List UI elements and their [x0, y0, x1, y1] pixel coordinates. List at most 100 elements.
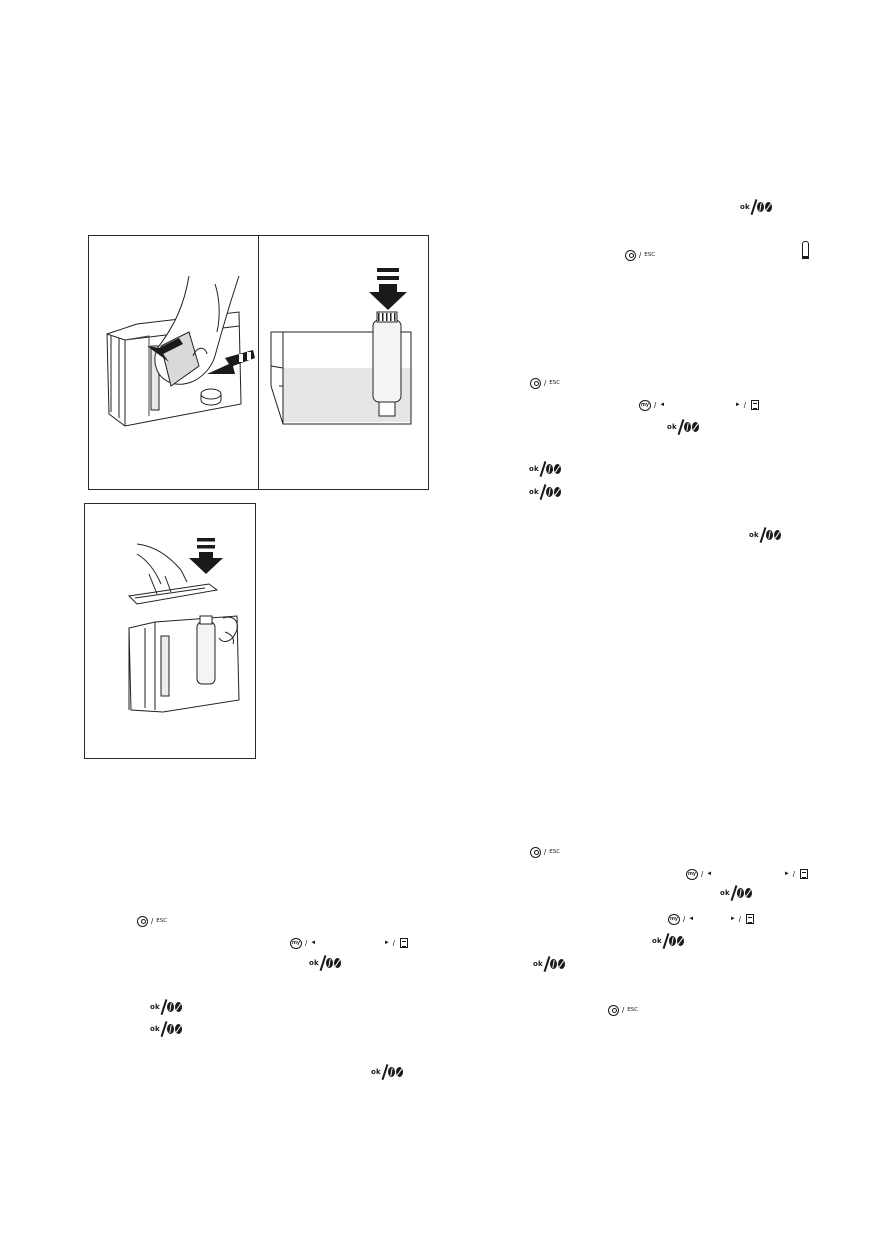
- my-navigation-icon[interactable]: my / ◄ ► /: [686, 867, 808, 881]
- ok-beans-icon[interactable]: ok: [529, 460, 562, 478]
- gear-esc-icon[interactable]: / ESC: [530, 845, 560, 859]
- bean-icon: [558, 959, 566, 969]
- bean-icon: [765, 202, 773, 212]
- bean-icon: [757, 202, 765, 212]
- ok-label: ok: [749, 531, 759, 539]
- insert-filter-illustration: [106, 275, 255, 427]
- slash-icon: [543, 956, 550, 972]
- bean-icon: [326, 958, 334, 968]
- bean-icon: [396, 1067, 404, 1077]
- ok-label: ok: [371, 1068, 381, 1076]
- slash-text: /: [743, 400, 746, 410]
- ok-beans-icon[interactable]: ok: [309, 954, 342, 972]
- bean-icon: [766, 530, 774, 540]
- ok-beans-icon[interactable]: ok: [371, 1063, 404, 1081]
- ok-label: ok: [667, 423, 677, 431]
- bean-icon: [388, 1067, 396, 1077]
- bean-icon: [669, 936, 677, 946]
- my-navigation-icon[interactable]: my / ◄ ► /: [639, 398, 759, 412]
- menu-doc-icon: [751, 400, 759, 410]
- menu-doc-icon: [400, 938, 408, 948]
- esc-label: ESC: [549, 849, 561, 855]
- ok-beans-icon[interactable]: ok: [720, 884, 753, 902]
- bean-icon: [546, 487, 554, 497]
- ok-beans-icon[interactable]: ok: [749, 526, 782, 544]
- esc-label: ESC: [627, 1007, 639, 1013]
- bean-icon: [737, 888, 745, 898]
- bean-icon: [774, 530, 782, 540]
- bean-icon: [684, 422, 692, 432]
- slash-icon: [677, 419, 684, 435]
- bean-icon: [175, 1024, 183, 1034]
- ok-beans-icon[interactable]: ok: [529, 483, 562, 501]
- gear-esc-icon[interactable]: / ESC: [137, 914, 167, 928]
- bean-icon: [167, 1002, 175, 1012]
- my-icon: my: [290, 937, 302, 949]
- bean-icon: [334, 958, 342, 968]
- my-navigation-icon[interactable]: my / ◄ ► /: [668, 912, 754, 926]
- gear-icon: [530, 377, 541, 389]
- figure-insert-filter: [88, 235, 259, 490]
- gear-icon: [608, 1004, 619, 1016]
- right-arrow-icon: ►: [734, 402, 741, 408]
- slash-text: /: [683, 914, 686, 924]
- left-arrow-icon: ◄: [688, 916, 695, 922]
- bean-icon: [546, 464, 554, 474]
- filter-icon: [802, 241, 809, 259]
- gear-icon: [137, 915, 148, 927]
- slash-icon: [160, 999, 167, 1015]
- ok-label: ok: [150, 1025, 160, 1033]
- ok-beans-icon[interactable]: ok: [740, 198, 773, 216]
- close-lid-illustration: [127, 538, 240, 713]
- ok-beans-icon[interactable]: ok: [667, 418, 700, 436]
- bean-icon: [550, 959, 558, 969]
- ok-beans-icon[interactable]: ok: [652, 932, 685, 950]
- my-navigation-icon[interactable]: my / ◄ ► /: [290, 936, 408, 950]
- ok-label: ok: [720, 889, 730, 897]
- slash-icon: [759, 527, 766, 543]
- esc-label: ESC: [644, 252, 656, 258]
- slash-text: /: [701, 869, 704, 879]
- gear-esc-icon[interactable]: / ESC: [608, 1003, 638, 1017]
- slash-icon: [539, 461, 546, 477]
- bean-icon: [175, 1002, 183, 1012]
- ok-beans-icon[interactable]: ok: [533, 955, 566, 973]
- slash-text: /: [738, 914, 741, 924]
- left-arrow-icon: ◄: [310, 940, 317, 946]
- menu-doc-icon: [746, 914, 754, 924]
- slash-icon: [539, 484, 546, 500]
- bean-icon: [745, 888, 753, 898]
- slash-text: /: [151, 916, 154, 926]
- slash-text: /: [622, 1005, 625, 1015]
- slash-icon: [319, 955, 326, 971]
- slash-text: /: [792, 869, 795, 879]
- filter-in-tank-illustration: [270, 268, 412, 425]
- slash-icon: [750, 199, 757, 215]
- ok-beans-icon[interactable]: ok: [150, 1020, 183, 1038]
- slash-text: /: [544, 847, 547, 857]
- gear-esc-icon[interactable]: / ESC: [530, 376, 560, 390]
- figure-filter-in-tank: [258, 235, 429, 490]
- esc-label: ESC: [549, 380, 561, 386]
- slash-text: /: [654, 400, 657, 410]
- bean-icon: [554, 464, 562, 474]
- ok-beans-icon[interactable]: ok: [150, 998, 183, 1016]
- ok-label: ok: [529, 488, 539, 496]
- slash-text: /: [392, 938, 395, 948]
- gear-esc-icon[interactable]: / ESC: [625, 248, 655, 262]
- slash-text: /: [305, 938, 308, 948]
- bean-icon: [692, 422, 700, 432]
- menu-doc-icon: [800, 869, 808, 879]
- my-icon: my: [639, 399, 651, 411]
- ok-label: ok: [150, 1003, 160, 1011]
- left-arrow-icon: ◄: [659, 402, 666, 408]
- ok-label: ok: [533, 960, 543, 968]
- left-arrow-icon: ◄: [706, 871, 713, 877]
- bean-icon: [167, 1024, 175, 1034]
- bean-icon: [677, 936, 685, 946]
- ok-label: ok: [309, 959, 319, 967]
- gear-icon: [625, 249, 636, 261]
- right-arrow-icon: ►: [783, 871, 790, 877]
- my-icon: my: [668, 913, 680, 925]
- ok-label: ok: [529, 465, 539, 473]
